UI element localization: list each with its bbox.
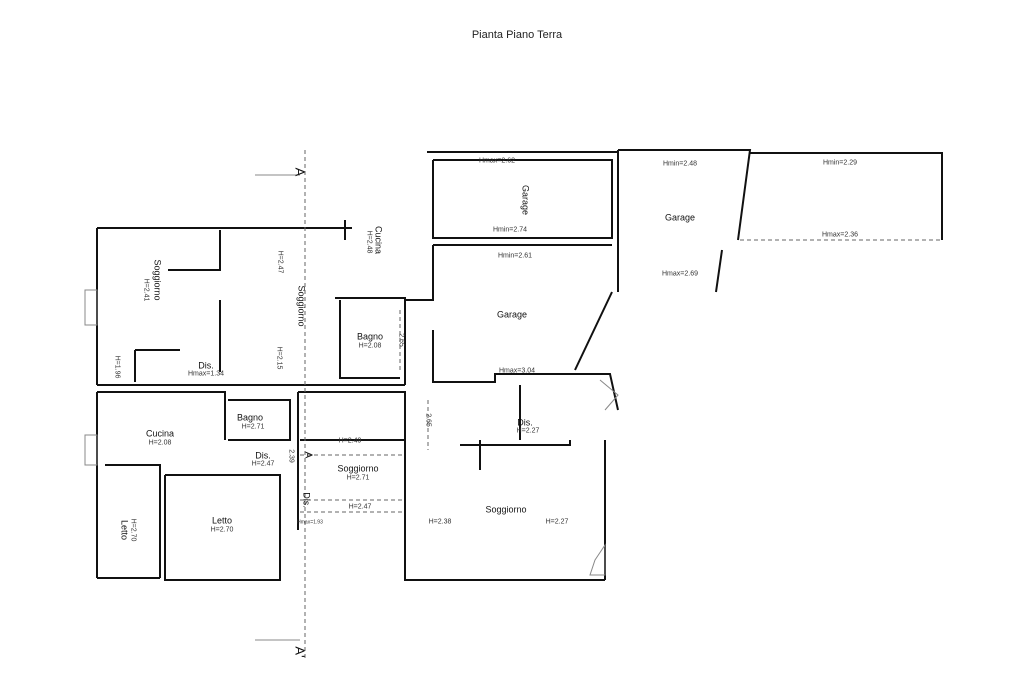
soggiorno-mid-h: H=2.71 [346, 474, 370, 482]
bagno-upper-h: H=2.08 [358, 342, 382, 350]
wall-cucina-top [330, 220, 406, 385]
dis-lower-name: Dis. [255, 450, 271, 461]
letto-name: Letto [211, 515, 233, 526]
dis-right-h: H=2.27 [516, 427, 540, 435]
soggiorno-label-vertical: Soggiorno [296, 285, 307, 327]
garage2-name: Garage [664, 212, 696, 223]
wall-lower-left [96, 391, 281, 581]
wall-bagno [228, 399, 291, 441]
room-h-196: H=1.96 [113, 355, 121, 379]
cucina-lower-h: H=2.08 [148, 439, 172, 447]
letto-small-h: H=2.70 [129, 518, 137, 542]
section-mark-mid: A [302, 451, 314, 459]
wall-soggiorno-mid [297, 391, 406, 580]
garage1-hmax: Hmax=2.62 [479, 157, 515, 165]
wall-garage-3 [750, 152, 943, 240]
garage2-hmin: Hmin=2.48 [662, 160, 698, 168]
dis-upper-h: Hmax=1.34 [188, 370, 224, 378]
dim-239: 2.39 [287, 449, 295, 463]
dis-lower-h: H=2.47 [251, 460, 275, 468]
soggiorno-right-h2: H=2.27 [545, 518, 569, 526]
wall-garage-2 [617, 149, 752, 293]
dis-vertical-name: Dis. [301, 492, 312, 508]
dim-265-a: 2.65 [397, 333, 405, 347]
soggiorno-right-name: Soggiorno [485, 504, 527, 515]
garage4-hmax: Hmax=3.04 [499, 367, 535, 375]
wall-soggiorno-right [404, 385, 606, 581]
plan-title: Pianta Piano Terra [471, 29, 563, 41]
wall-garage-4 [405, 245, 619, 411]
wall-garage-1 [427, 151, 619, 292]
garage2-hmax: Hmax=2.69 [662, 270, 698, 278]
letto-small-name: Letto [119, 519, 130, 541]
bagno-lower-h: H=2.71 [241, 423, 265, 431]
section-mark-bottom: A' [292, 646, 308, 658]
garage3-hmin: Hmin=2.29 [822, 159, 858, 167]
garage4-hmin: Hmin=2.61 [497, 252, 533, 260]
cucina-upper-h: H=2.48 [365, 230, 373, 254]
cucina-lower-name: Cucina [145, 428, 175, 439]
soggiorno-upper-name: Soggiorno [152, 259, 163, 301]
garage1-hmin: Hmin=2.74 [492, 226, 528, 234]
wall-left-outer [96, 227, 405, 386]
section-mark-top: A [292, 167, 308, 177]
soggiorno-mid-name: Soggiorno [337, 463, 379, 474]
room-h-247-b: H=2.47 [348, 503, 372, 511]
dim-265-b: 2.65 [424, 413, 432, 427]
dis-right-name: Dis. [517, 417, 533, 428]
soggiorno-right-h1: H=2.38 [428, 518, 452, 526]
dis-upper-name: Dis. [198, 360, 214, 371]
letto-h: H=2.70 [210, 526, 234, 534]
dim-hmax-193: Hmax=1.93 [297, 519, 323, 526]
garage3-hmax: Hmax=2.36 [822, 231, 858, 239]
bagno-lower-name: Bagno [236, 412, 264, 423]
soggiorno-upper-h: H=2.41 [142, 278, 150, 302]
cucina-upper-name: Cucina [373, 225, 384, 255]
bagno-upper-name: Bagno [356, 331, 384, 342]
garage4-name: Garage [496, 309, 528, 320]
room-h-247: H=2.47 [276, 250, 284, 274]
garage1-name: Garage [520, 184, 531, 216]
room-h-215: H=2.15 [275, 346, 283, 370]
room-h-249: H=2.49 [338, 437, 362, 445]
